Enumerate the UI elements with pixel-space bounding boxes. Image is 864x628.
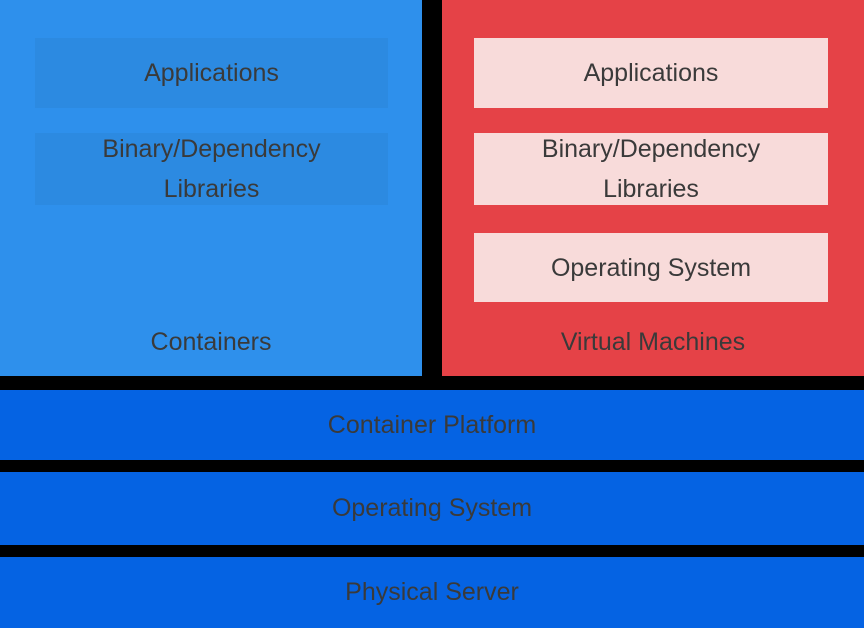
vm-layer-binary-dependency-libraries-label: Binary/Dependency Libraries	[541, 135, 761, 203]
base-layer-operating-system-label: Operating System	[331, 494, 533, 522]
vm-layer-operating-system: Operating System	[474, 233, 828, 302]
containers-layer-binary-dependency-libraries-label: Binary/Dependency Libraries	[102, 135, 321, 203]
containers-layer-applications-label: Applications	[144, 59, 279, 87]
base-layer-physical-server-label: Physical Server	[345, 578, 519, 606]
vm-layer-applications: Applications	[474, 38, 828, 108]
vm-layer-binary-dependency-libraries: Binary/Dependency Libraries	[474, 133, 828, 205]
base-layer-container-platform-label: Container Platform	[327, 410, 537, 439]
vm-layer-applications-label: Applications	[583, 59, 719, 87]
containers-panel-label: Containers	[150, 328, 272, 356]
base-layer-operating-system: Operating System	[0, 472, 864, 545]
base-layer-container-platform: Container Platform	[0, 390, 864, 460]
vm-layer-operating-system-label: Operating System	[550, 253, 752, 282]
containers-stack-panel: Applications Binary/Dependency Libraries…	[0, 0, 422, 376]
virtual-machines-panel-label: Virtual Machines	[560, 328, 746, 356]
containers-layer-applications: Applications	[35, 38, 388, 108]
base-layer-physical-server: Physical Server	[0, 557, 864, 628]
containers-layer-binary-dependency-libraries: Binary/Dependency Libraries	[35, 133, 388, 205]
virtual-machines-stack-panel: Applications Binary/Dependency Libraries…	[442, 0, 864, 376]
